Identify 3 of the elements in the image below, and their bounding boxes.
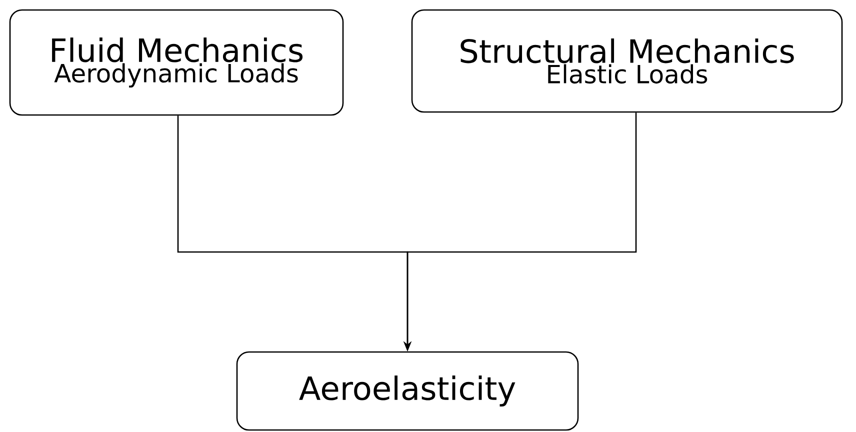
process-box: Aeroelasticity <box>236 351 579 431</box>
process-box: Fluid Mechanics Aerodynamic Loads <box>9 9 344 116</box>
process-box: Structural Mechanics Elastic Loads <box>411 9 843 113</box>
